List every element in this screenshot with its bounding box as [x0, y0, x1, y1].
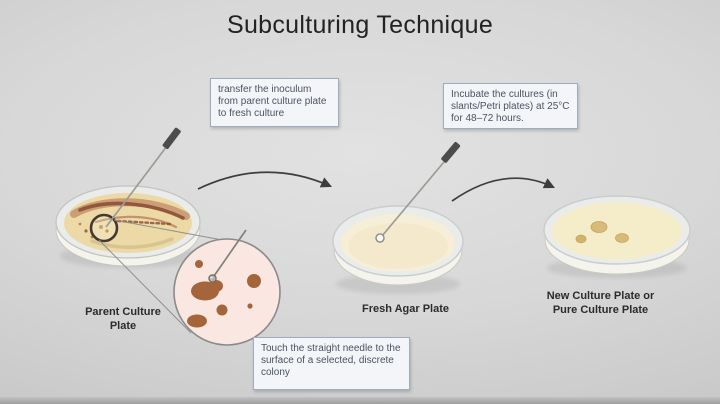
straight-needle-icon [208, 229, 247, 283]
new-culture-plate [543, 195, 691, 275]
magnifier-line [98, 239, 192, 334]
label-new-culture-plate: New Culture Plate or Pure Culture Plate [546, 290, 655, 316]
inoculation-needle-icon [375, 141, 461, 243]
note-incubate-cultures: Incubate the cultures (in slants/Petri p… [443, 83, 578, 129]
note-touch-needle: Touch the straight needle to the surface… [253, 337, 410, 390]
label-parent-culture-plate: Parent Culture Plate [85, 306, 161, 332]
magnified-colony-view [173, 229, 281, 346]
agar-shading [348, 223, 448, 269]
transfer-arrow [197, 171, 333, 190]
colonies [187, 260, 261, 328]
fresh-agar-plate [332, 141, 464, 286]
note-transfer-inoculum: transfer the inoculum from parent cultur… [210, 78, 339, 127]
inoculation-needle-icon [105, 127, 181, 228]
bottom-edge-strip [0, 397, 720, 404]
parent-culture-plate [55, 127, 201, 267]
grown-colonies [575, 221, 629, 244]
label-fresh-agar-plate: Fresh Agar Plate [361, 303, 449, 315]
agar-surface [552, 202, 682, 260]
incubate-arrow [451, 177, 555, 202]
page-title: Subculturing Technique [226, 11, 494, 39]
